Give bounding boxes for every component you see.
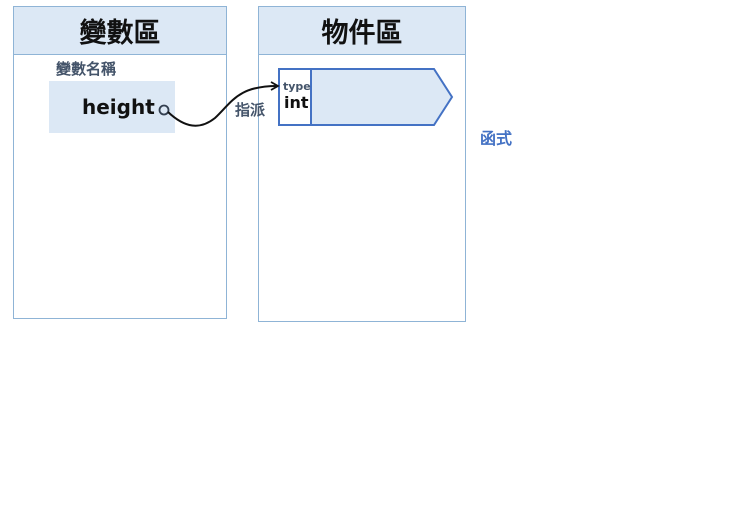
- reference-anchor-icon: [158, 104, 170, 116]
- assign-label: 指派: [235, 101, 266, 119]
- variable-name-label: 變數名稱: [56, 60, 117, 78]
- object-area-title: 物件區: [259, 7, 465, 55]
- object-type-cell: [278, 68, 312, 126]
- variable-box: height: [49, 81, 175, 133]
- variable-name-text: height: [82, 95, 155, 119]
- object-area-panel: 物件區: [258, 6, 466, 322]
- object-type-value: int: [284, 93, 309, 112]
- function-label: 函式: [480, 129, 513, 148]
- variable-area-title: 變數區: [14, 7, 226, 55]
- variable-area-panel: 變數區: [13, 6, 227, 319]
- object-type-label: type: [283, 80, 311, 93]
- assignment-arrow: [167, 81, 280, 127]
